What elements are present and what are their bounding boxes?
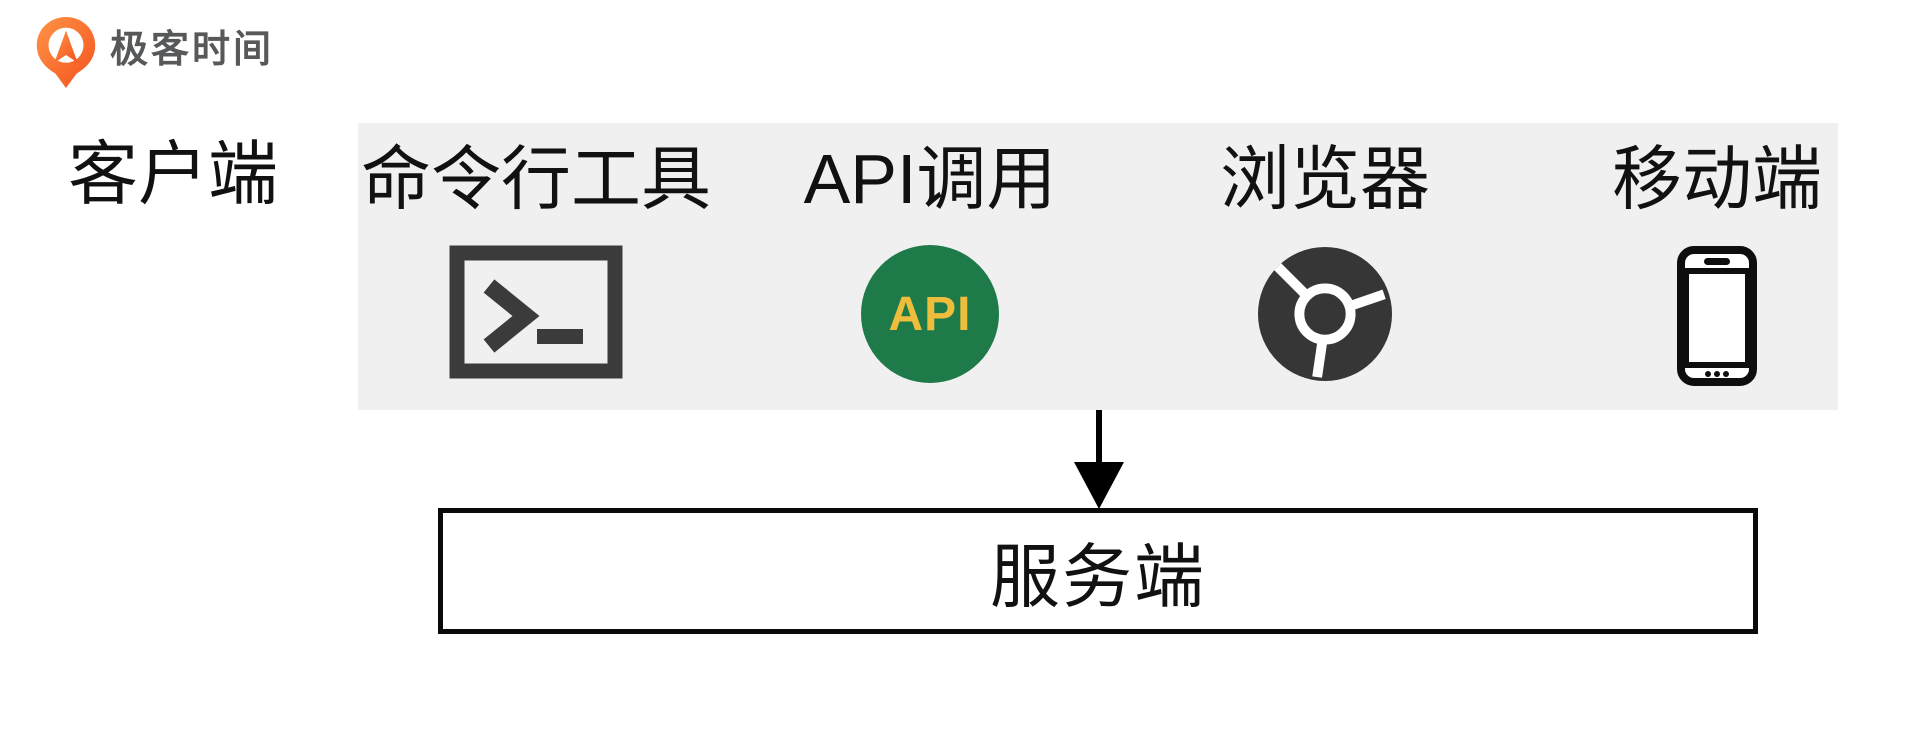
column-cli-label: 命令行工具 <box>361 140 711 218</box>
column-browser: 浏览器 <box>1145 123 1505 410</box>
column-cli-tool: 命令行工具 <box>356 123 716 410</box>
column-mobile-label: 移动端 <box>1612 140 1822 218</box>
geektime-logo: 极客时间 <box>34 16 274 90</box>
client-band: 命令行工具 API调用 API 浏览器 <box>358 123 1838 410</box>
column-browser-label: 浏览器 <box>1220 140 1430 218</box>
client-side-label: 客户端 <box>68 135 278 213</box>
chrome-browser-icon <box>1256 245 1394 383</box>
down-arrow-line <box>1096 410 1102 466</box>
server-box: 服务端 <box>438 508 1758 634</box>
column-api-label: API调用 <box>803 140 1057 218</box>
brand-name: 极客时间 <box>110 29 275 71</box>
column-api-call: API调用 API <box>750 123 1110 410</box>
smartphone-icon <box>1676 245 1758 387</box>
terminal-icon <box>449 245 623 379</box>
server-label: 服务端 <box>990 537 1206 616</box>
geektime-pin-icon <box>36 16 96 89</box>
api-badge-icon: API <box>861 245 999 383</box>
api-badge-text: API <box>888 287 972 341</box>
down-arrow-head-icon <box>1074 462 1124 509</box>
column-mobile: 移动端 <box>1537 123 1897 410</box>
